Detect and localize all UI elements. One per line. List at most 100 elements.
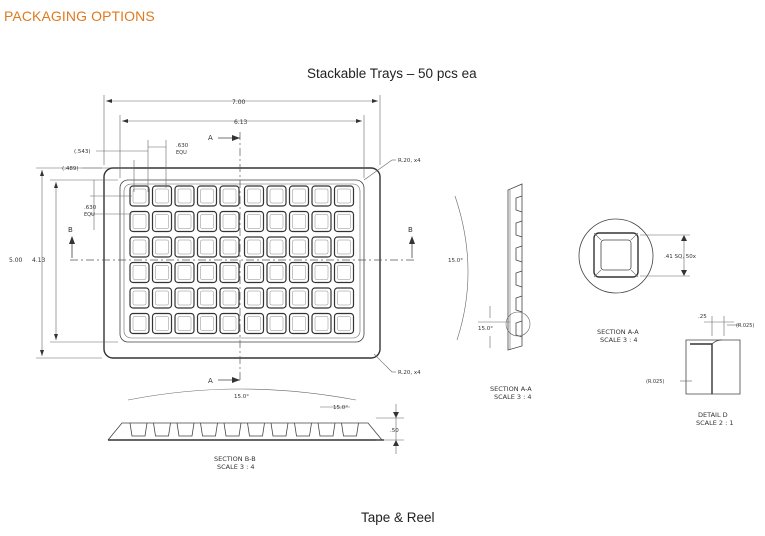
tray-pocket — [333, 261, 355, 284]
section-a-top-label: A — [208, 134, 213, 142]
tray-pocket-floor — [132, 290, 147, 306]
tray-pocket-floor — [247, 239, 261, 255]
tray-caption: Stackable Trays – 50 pcs ea — [307, 66, 477, 81]
tray-pocket-floor — [337, 265, 351, 280]
section-aa-side-title: SECTION A-A — [490, 385, 532, 393]
tray-pocket — [219, 236, 240, 258]
tray-pocket — [243, 261, 265, 284]
dim-equ-left: EQU — [84, 212, 95, 218]
section-bb-pocket — [317, 422, 336, 437]
tray-pocket — [288, 185, 310, 207]
tray-pocket-floor — [292, 239, 306, 255]
tray-pocket — [288, 236, 310, 258]
tray-pocket — [196, 210, 218, 233]
tray-pocket — [243, 185, 265, 207]
tray-pocket-floor — [247, 290, 261, 306]
section-bb-title: SECTION B-B — [214, 455, 256, 463]
section-a-bottom-label: A — [208, 377, 213, 385]
tray-pocket — [266, 261, 287, 284]
section-bb-pocket — [294, 422, 312, 437]
dim-side-angle-small: 15.0° — [478, 326, 493, 332]
tray-pocket — [129, 236, 150, 258]
tray-pocket — [311, 312, 332, 335]
detail-d-scale: SCALE 2 : 1 — [696, 419, 734, 427]
tray-pocket — [311, 210, 332, 233]
section-bb-pocket — [223, 422, 242, 437]
section-b-left-label: B — [68, 226, 73, 234]
dim-height-413: 4.13 — [32, 257, 46, 264]
tray-pocket — [219, 287, 240, 309]
tray-pocket-floor — [247, 265, 261, 280]
tray-pocket — [174, 210, 195, 233]
tray-pocket-floor — [132, 316, 147, 331]
tray-pocket — [219, 210, 240, 233]
dim-50: .50 — [390, 428, 399, 434]
tray-pocket-floor — [314, 214, 329, 229]
tray-pocket-floor — [177, 265, 192, 280]
tray-pocket — [196, 261, 218, 284]
tray-pocket — [333, 185, 355, 207]
tray-pocket-floor — [222, 214, 237, 229]
tray-pocket-floor — [155, 316, 169, 331]
tray-pocket — [196, 312, 218, 335]
tray-pocket-floor — [200, 214, 214, 229]
tray-pocket — [174, 261, 195, 284]
tray-pocket-floor — [200, 239, 214, 255]
section-aa-pocket — [515, 195, 523, 213]
tray-pocket-floor — [292, 188, 306, 204]
section-bb-view — [107, 388, 404, 454]
tray-pocket — [311, 261, 332, 284]
tray-pocket-floor — [314, 265, 329, 280]
tray-pocket-floor — [177, 239, 192, 255]
tray-pocket-floor — [222, 188, 237, 204]
tray-pocket-floor — [132, 265, 147, 280]
tray-pocket-floor — [314, 316, 329, 331]
tray-pocket-floor — [177, 316, 192, 331]
tray-pocket-floor — [269, 188, 284, 204]
dim-bb-angle-top: 15.0° — [234, 394, 249, 400]
dim-630-top: .630 — [176, 143, 189, 149]
tray-pocket — [219, 185, 240, 207]
tray-pocket — [243, 210, 265, 233]
dim-pocket-square: .41 SQ, 50x — [664, 254, 697, 260]
tray-pocket — [266, 287, 287, 309]
tray-pocket — [311, 185, 332, 207]
tray-pocket-floor — [337, 239, 351, 255]
tray-pocket-floor — [314, 188, 329, 204]
tray-pocket-floor — [200, 265, 214, 280]
tray-pocket-floor — [314, 239, 329, 255]
tray-pocket — [151, 185, 173, 207]
tray-pocket — [196, 236, 218, 258]
tray-pocket — [243, 312, 265, 335]
tray-pocket-floor — [155, 188, 169, 204]
tray-pocket-floor — [337, 188, 351, 204]
tray-pocket-floor — [337, 214, 351, 229]
section-bb-pocket — [247, 422, 265, 437]
tray-pocket — [174, 287, 195, 309]
detail-d-view — [680, 316, 741, 395]
tray-pocket — [266, 236, 287, 258]
tray-pocket — [219, 261, 240, 284]
tray-pocket-floor — [155, 265, 169, 280]
page-heading: PACKAGING OPTIONS — [4, 8, 155, 24]
tray-pocket-floor — [132, 239, 147, 255]
dim-width-613: 6.13 — [234, 119, 248, 126]
tray-pocket — [219, 312, 240, 335]
tray-pocket — [288, 287, 310, 309]
tray-pocket-floor — [292, 290, 306, 306]
tray-pocket-floor — [247, 316, 261, 331]
tray-pocket-floor — [269, 214, 284, 229]
tray-pocket-floor — [132, 214, 147, 229]
tray-pocket-floor — [269, 239, 284, 255]
section-bb-pocket — [341, 422, 359, 437]
tray-pocket-floor — [337, 316, 351, 331]
tray-pocket — [129, 312, 150, 335]
tray-pocket — [196, 287, 218, 309]
section-bb-pocket — [176, 422, 195, 437]
tray-pocket — [151, 287, 173, 309]
tray-pocket — [288, 210, 310, 233]
detail-d-title: DETAIL D — [698, 411, 728, 419]
section-aa-pocket — [515, 295, 523, 313]
tray-pocket-floor — [337, 290, 351, 306]
section-bb-scale: SCALE 3 : 4 — [217, 463, 255, 471]
